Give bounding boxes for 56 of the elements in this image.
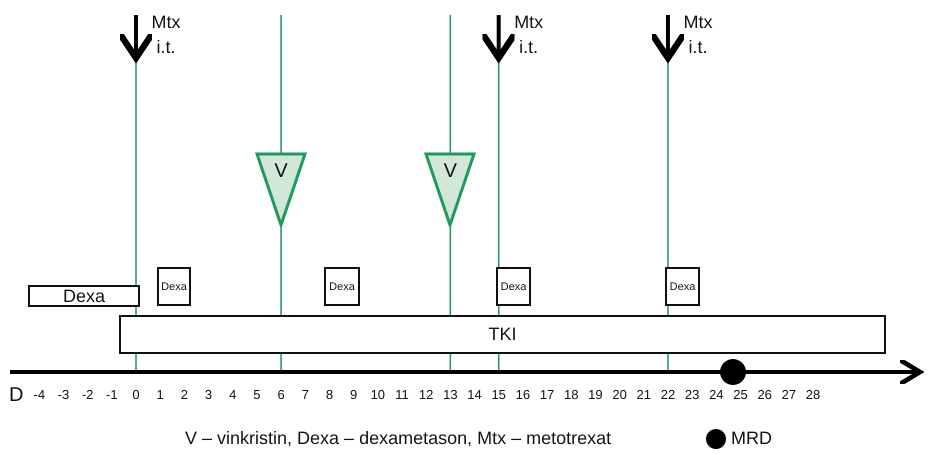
tick-label: 24 (708, 387, 725, 402)
tick-label: 23 (684, 387, 700, 402)
tick-label: 20 (611, 387, 628, 402)
mrd-marker (720, 359, 746, 385)
tick-label: 26 (756, 387, 773, 402)
node-label: Dexa (62, 286, 106, 306)
tick-label: 3 (204, 387, 214, 402)
tick-label: 21 (636, 387, 652, 402)
tick-label: 12 (418, 387, 434, 402)
dose-box (157, 267, 191, 306)
dose-label: Mtx i.t. (513, 11, 544, 59)
dose-label: Mtx i.t. (682, 11, 714, 59)
tick-label: 9 (348, 387, 358, 402)
tick-label: 11 (394, 387, 410, 402)
tick-label: 19 (587, 387, 604, 402)
node-label: V (274, 160, 288, 183)
tick-label: -4 (32, 387, 46, 402)
tick-label: 4 (228, 387, 238, 402)
tick-label: 14 (466, 387, 483, 402)
tick-label: 1 (156, 387, 165, 402)
dose-box (28, 285, 140, 307)
tick-label: 15 (490, 387, 507, 402)
tick-label: 16 (514, 387, 532, 402)
tick-label: 10 (370, 387, 386, 402)
tick-label: 13 (442, 387, 459, 402)
dose-box (496, 267, 531, 306)
dose-box (665, 267, 700, 306)
node-label: Dexa (161, 280, 187, 292)
tick-label: -1 (105, 387, 119, 402)
tick-label: 6 (276, 387, 286, 402)
tick-label: 8 (324, 387, 334, 402)
tick-label: 25 (732, 387, 749, 402)
therapy-bar (119, 315, 886, 354)
node-label: Dexa (670, 280, 696, 292)
node-label: Dexa (329, 280, 355, 292)
tick-label: 2 (180, 387, 189, 402)
tick-label: 22 (660, 387, 676, 402)
tick-label: 7 (300, 387, 310, 402)
node-label: Dexa (500, 280, 526, 292)
dose-label: Mtx i.t. (150, 11, 182, 59)
tick-label: 0 (131, 387, 141, 402)
tick-label: 27 (780, 387, 798, 402)
dose-box (324, 267, 360, 306)
tick-label: -2 (80, 387, 94, 402)
triangle-marker (255, 152, 308, 227)
tick-label: 5 (252, 387, 262, 402)
axis-label: D (9, 384, 24, 407)
tick-label: 28 (804, 387, 822, 402)
tick-label: 18 (563, 387, 580, 402)
caption: V – vinkristin, Dexa – dexametason, Mtx – metotrexat (185, 428, 612, 449)
node-label: V (444, 160, 457, 183)
tick-label: 17 (538, 387, 556, 402)
node-label: TKI (488, 324, 516, 345)
legend-label: MRD (731, 428, 772, 449)
tick-label: -3 (56, 387, 70, 402)
triangle-marker (424, 152, 476, 227)
